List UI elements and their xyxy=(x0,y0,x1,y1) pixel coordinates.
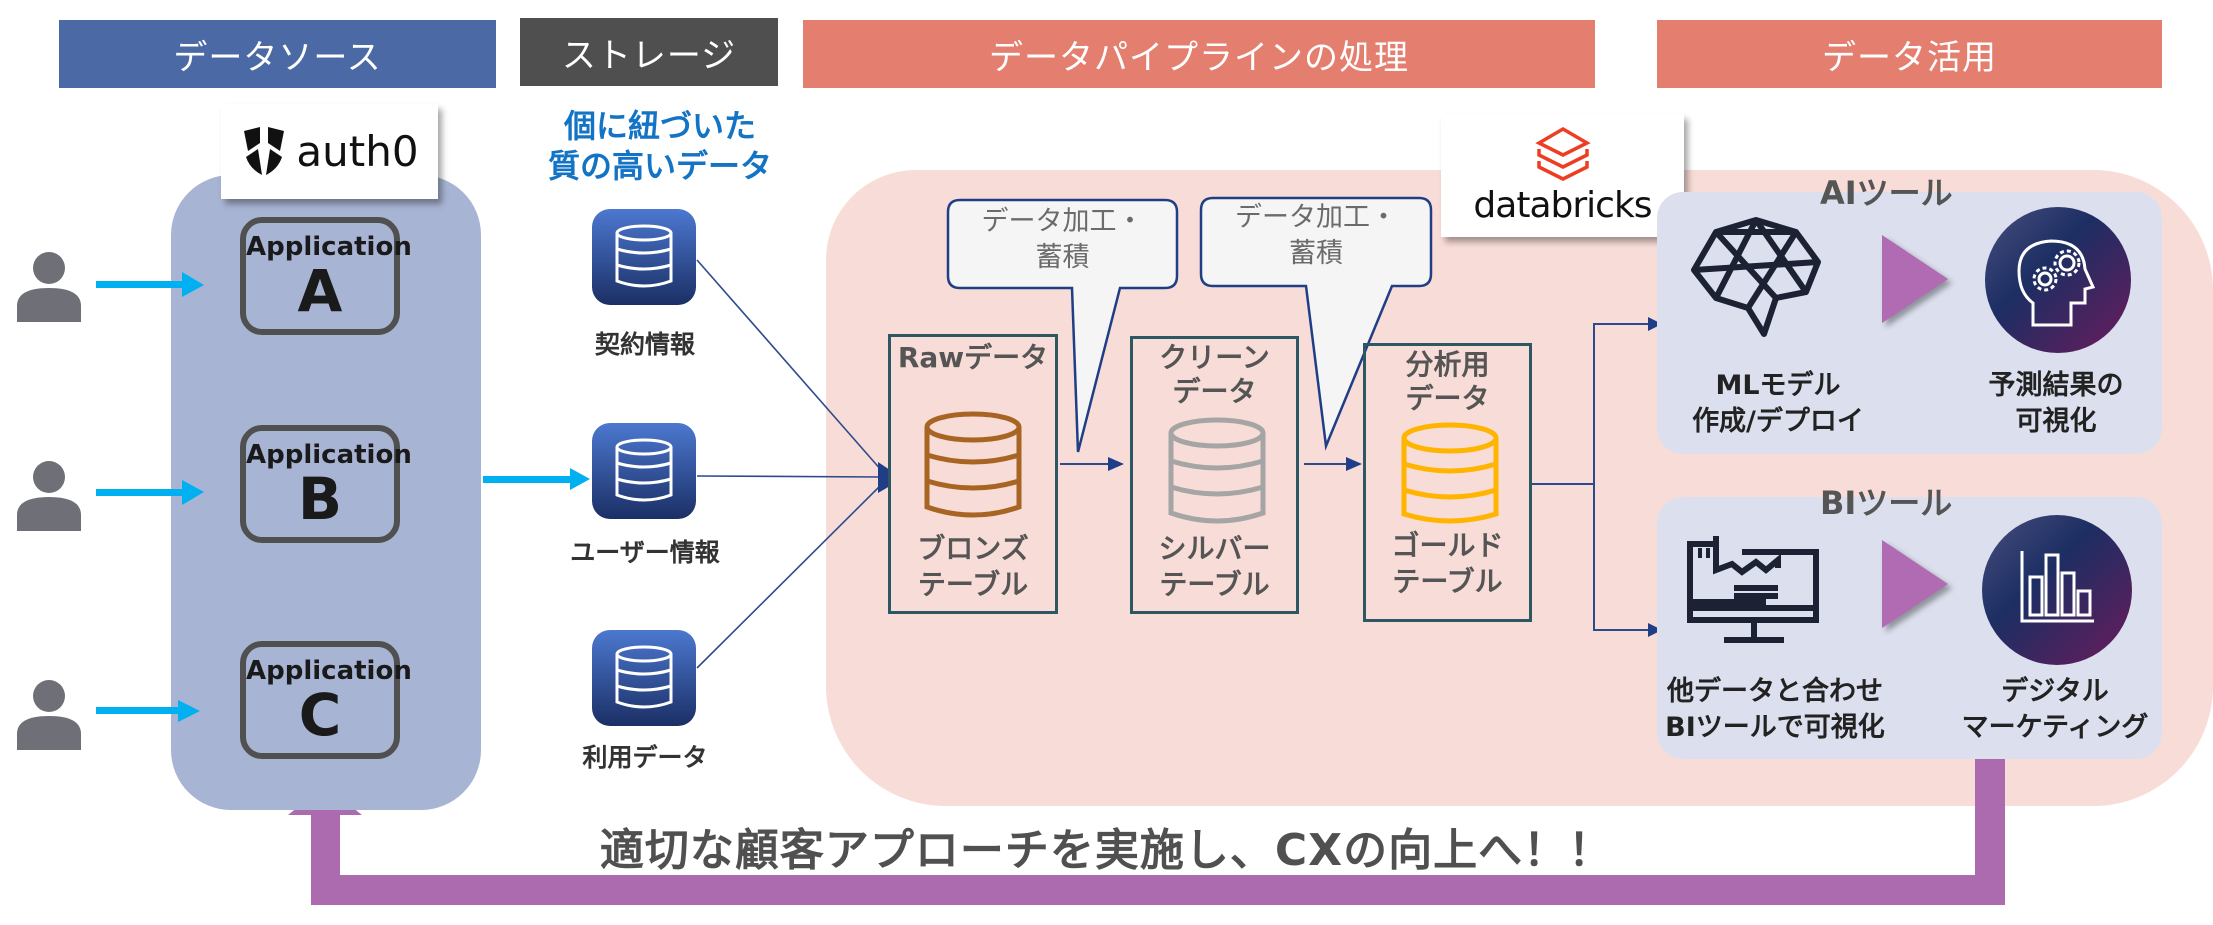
ai-tools-title: AIツール xyxy=(1820,174,1953,212)
flow-triangle-icon xyxy=(1882,235,1948,323)
header-storage: ストレージ xyxy=(520,18,778,86)
auth-to-storage-arrow xyxy=(483,468,590,490)
callout-line: 蓄積 xyxy=(1289,238,1343,269)
user-icon xyxy=(17,461,81,531)
gold-database-icon xyxy=(1401,422,1499,524)
callout-line: データ加工・ xyxy=(1235,202,1397,233)
database-glyph-icon xyxy=(615,224,673,288)
storage-connectors xyxy=(696,259,890,669)
databricks-logo: databricks xyxy=(1441,114,1684,237)
bi-visualization-label: 他データと合わせ BIツールで可視化 xyxy=(1660,674,1890,746)
callout-line: 蓄積 xyxy=(1035,242,1090,273)
monitor-chart-icon xyxy=(1687,536,1819,643)
application-letter: C xyxy=(298,681,342,749)
title-line: データ xyxy=(1405,382,1490,415)
pipeline-arrows xyxy=(1060,317,1662,637)
auth0-logo-text: auth0 xyxy=(296,127,419,176)
label-line: 予測結果の xyxy=(1988,370,2124,401)
stage-title: 分析用 データ xyxy=(1366,348,1529,416)
label-line: 他データと合わせ xyxy=(1667,676,1883,707)
table-line: テーブル xyxy=(1392,565,1503,598)
quality-data-heading: 個に紐づいた 質の高いデータ xyxy=(530,106,790,186)
application-b: Application B xyxy=(240,425,412,543)
user-arrow-c xyxy=(96,700,200,722)
table-line: シルバー xyxy=(1158,532,1271,565)
application-letter: B xyxy=(297,465,343,533)
title-line: 分析用 xyxy=(1405,348,1490,381)
header-pipeline: データパイプラインの処理 xyxy=(803,20,1595,88)
table-line: ブロンズ xyxy=(917,532,1029,565)
label-line: マーケティング xyxy=(1961,712,2149,743)
bronze-database-icon xyxy=(924,411,1022,518)
user-icon xyxy=(17,252,81,322)
ml-model-label: MLモデル 作成/デプロイ xyxy=(1668,368,1888,440)
database-glyph-icon xyxy=(615,438,673,502)
bar-chart-glyph-icon xyxy=(2020,551,2094,623)
user-arrows xyxy=(96,272,590,722)
head-gears-icon xyxy=(1985,207,2131,353)
table-line: テーブル xyxy=(1159,568,1270,601)
label-line: BIツールで可視化 xyxy=(1665,712,1885,743)
stage-table-label: シルバー テーブル xyxy=(1133,531,1296,603)
callout-text-2: データ加工・ 蓄積 xyxy=(1201,200,1431,272)
digital-marketing-label: デジタル マーケティング xyxy=(1940,674,2170,746)
label-line: デジタル xyxy=(2001,676,2109,707)
user-arrow-b xyxy=(96,480,204,505)
application-title: Application xyxy=(246,440,412,470)
label-line: MLモデル xyxy=(1715,370,1841,401)
table-line: ゴールド xyxy=(1391,529,1504,562)
auth0-logo: auth0 xyxy=(221,104,438,199)
label-line: 作成/デプロイ xyxy=(1692,406,1864,437)
bar-chart-icon xyxy=(1982,515,2132,665)
user-icon xyxy=(17,680,81,750)
database-icon-contract xyxy=(592,209,696,305)
stage-title: クリーン データ xyxy=(1133,341,1296,409)
title-line: データ xyxy=(1172,375,1257,408)
database-icon-user xyxy=(592,423,696,519)
quality-line-1: 個に紐づいた xyxy=(563,107,756,145)
database-label: 契約情報 xyxy=(594,330,695,359)
databricks-stack-icon xyxy=(1534,126,1591,181)
header-utilization: データ活用 xyxy=(1657,20,2162,88)
database-label: ユーザー情報 xyxy=(570,538,720,567)
auth0-panel xyxy=(171,175,481,810)
table-line: テーブル xyxy=(917,568,1029,601)
stage-raw: Rawデータ ブロンズ テーブル xyxy=(888,334,1058,614)
header-data-source: データソース xyxy=(59,20,496,88)
label-line: 可視化 xyxy=(2015,406,2097,437)
stage-clean: クリーン データ シルバー テーブル xyxy=(1130,336,1299,614)
cx-improvement-message: 適切な顧客アプローチを実施し、CXの向上へ！！ xyxy=(599,825,1614,876)
user-arrow-a xyxy=(96,272,204,297)
callout-shapes xyxy=(946,196,1433,453)
auth0-shield-icon xyxy=(244,126,285,175)
database-glyph-icon xyxy=(615,645,673,709)
database-label: 利用データ xyxy=(582,743,708,772)
stage-title: Rawデータ xyxy=(897,341,1049,374)
quality-line-2: 質の高いデータ xyxy=(547,147,772,185)
application-title: Application xyxy=(246,232,412,262)
stage-analytics: 分析用 データ ゴールド テーブル xyxy=(1363,343,1532,622)
database-icon-usage xyxy=(592,630,696,726)
stage-table-label: ブロンズ テーブル xyxy=(891,531,1055,603)
flow-triangle-icon xyxy=(1882,540,1948,628)
application-c: Application C xyxy=(240,641,412,759)
callout-text-1: データ加工・ 蓄積 xyxy=(948,204,1177,276)
application-title: Application xyxy=(246,656,412,686)
application-letter: A xyxy=(297,257,343,325)
brain-network-icon xyxy=(1691,217,1821,337)
application-a: Application A xyxy=(240,217,412,335)
silver-database-icon xyxy=(1168,417,1266,524)
prediction-visualization-label: 予測結果の 可視化 xyxy=(1950,368,2162,440)
callout-line: データ加工・ xyxy=(981,206,1144,237)
callout-bubble-1 xyxy=(946,198,1179,453)
head-gears-glyph-icon xyxy=(2017,239,2096,327)
callout-bubble-2 xyxy=(1199,196,1433,451)
stage-table-label: ゴールド テーブル xyxy=(1366,528,1529,600)
databricks-logo-text: databricks xyxy=(1473,185,1652,226)
title-line: クリーン xyxy=(1159,341,1270,374)
bi-tools-title: BIツール xyxy=(1820,484,1953,522)
